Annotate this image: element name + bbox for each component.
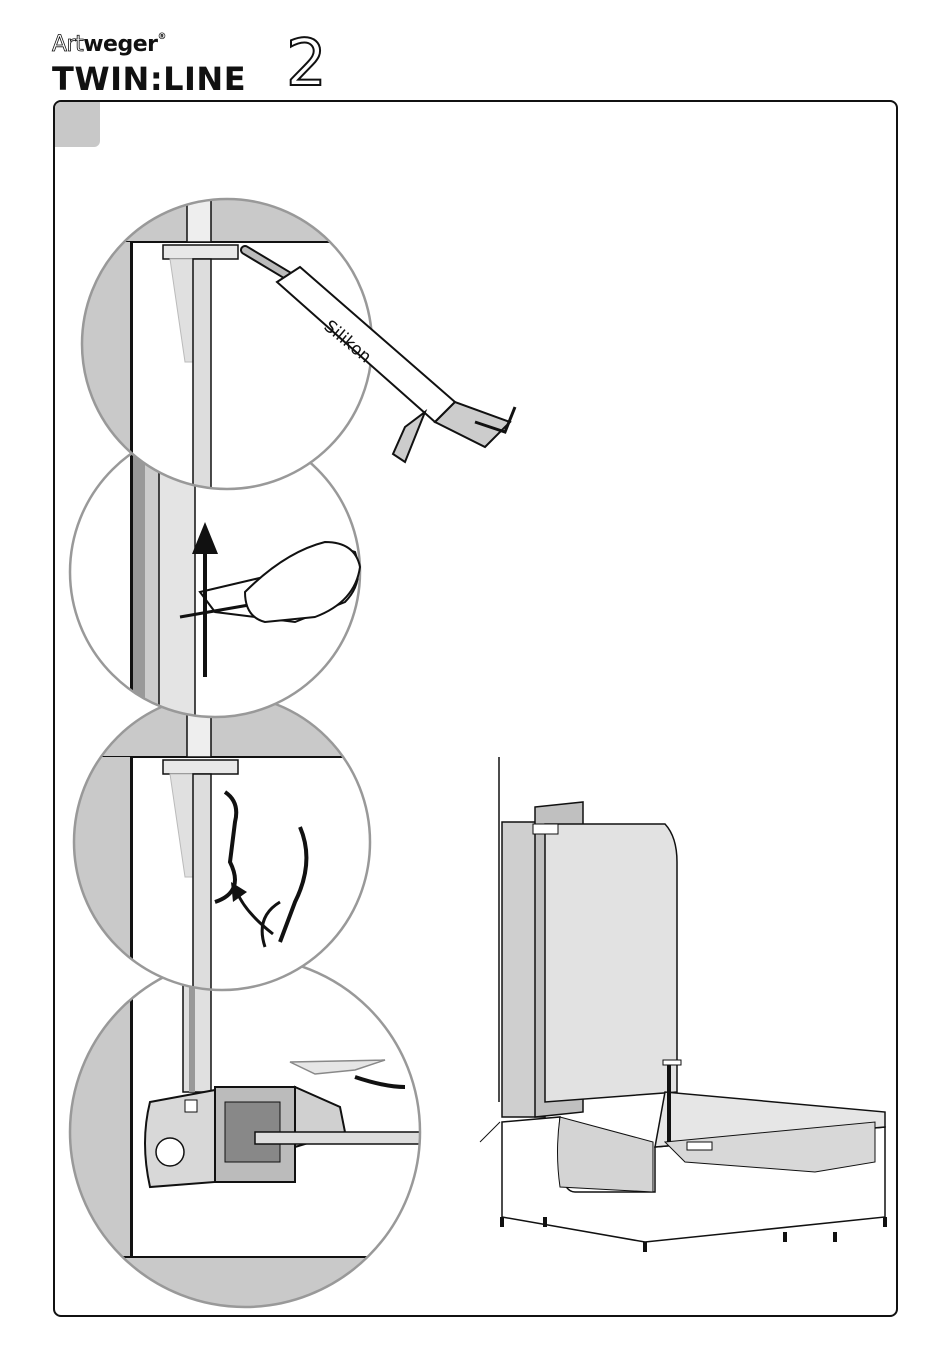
brand-prefix: Art: [52, 32, 83, 57]
brand-name: Artweger®: [52, 32, 166, 57]
brand-logo: Artweger® TWIN:LINE 2: [52, 30, 342, 100]
brand-suffix: weger: [83, 32, 157, 57]
detail-circle-clip-insertion: [55, 682, 395, 1004]
product-name: TWIN:LINE: [52, 60, 246, 98]
bathtub-icon: [480, 757, 885, 1252]
detail-circle-seal-clip: [55, 942, 485, 1317]
brand-mark: ®: [158, 32, 167, 42]
assembly-illustration: Silikon: [55, 102, 898, 1317]
product-number: 2: [286, 32, 327, 96]
instruction-panel: Silikon: [53, 100, 898, 1317]
